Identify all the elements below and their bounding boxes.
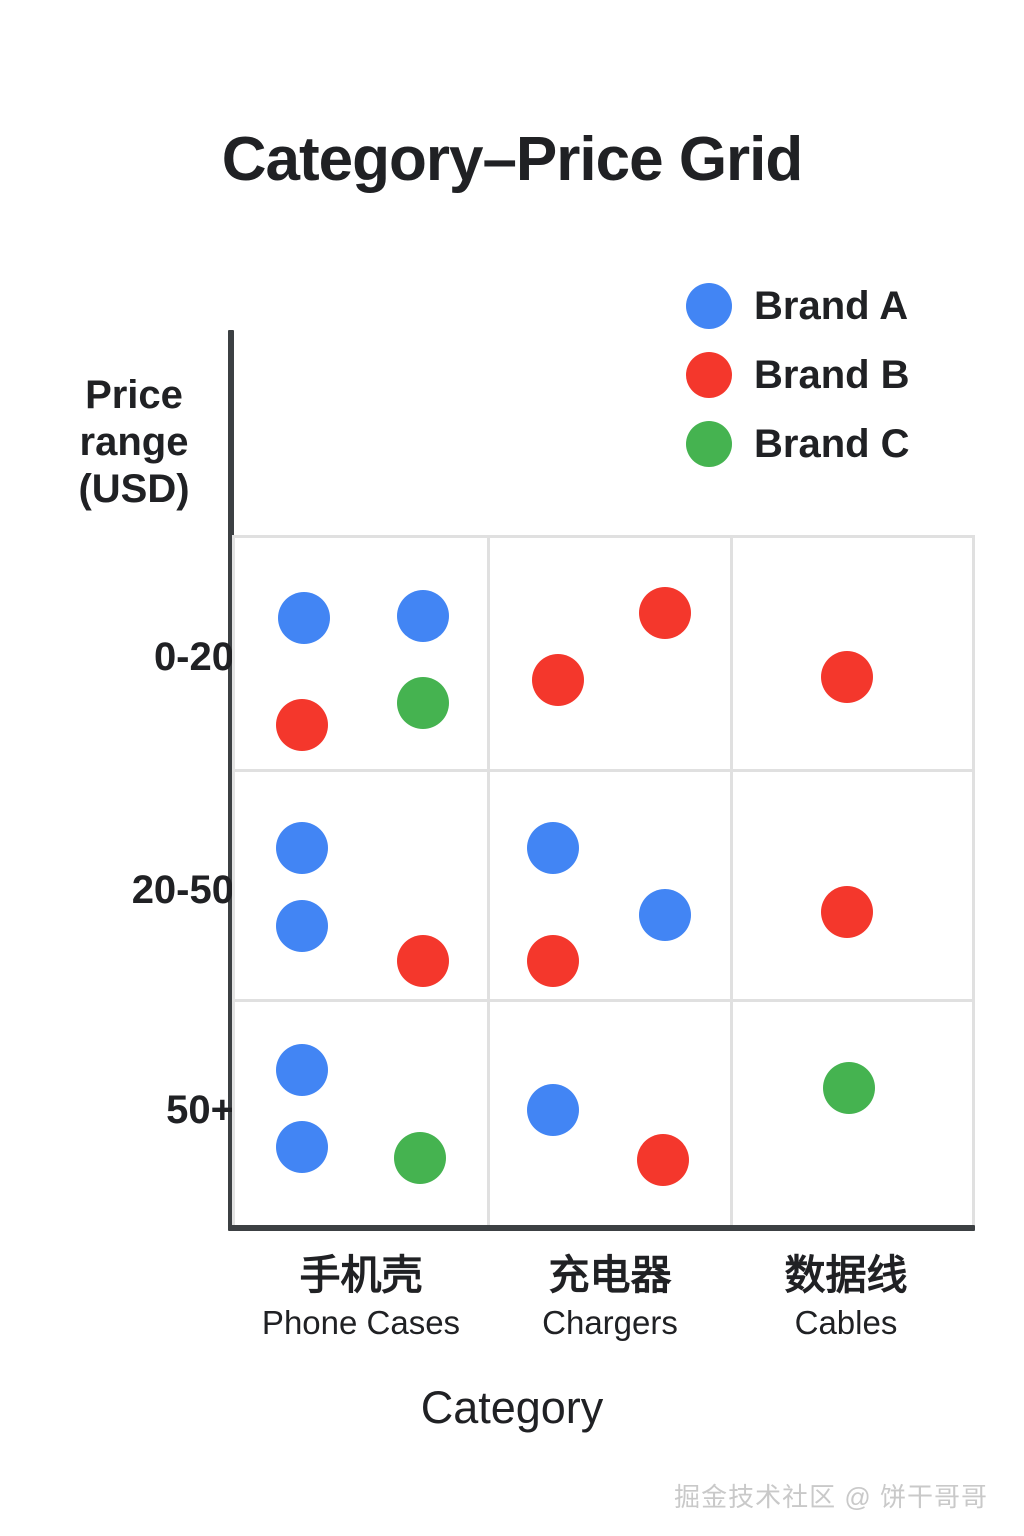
data-point-dot[interactable]	[527, 1084, 580, 1137]
grid-cell-phonecases-50-plus[interactable]	[232, 1002, 490, 1228]
legend-swatch-icon	[686, 352, 732, 398]
x-axis-tick-label-cn: 手机壳	[299, 1252, 423, 1298]
legend-label: Brand A	[754, 284, 909, 328]
data-point-dot[interactable]	[275, 821, 328, 874]
data-point-dot[interactable]	[396, 677, 449, 730]
y-axis-title-line-1: Price	[85, 373, 183, 417]
chart-legend: Brand A Brand B Brand C	[686, 280, 910, 470]
x-axis-tick-label-en: Cables	[794, 1304, 898, 1342]
data-point-layer	[232, 535, 975, 1228]
data-point-dot[interactable]	[638, 888, 691, 941]
y-axis-title-line-3: (USD)	[78, 467, 190, 512]
grid-cell-phonecases-0-20[interactable]	[232, 535, 490, 772]
data-point-dot[interactable]	[532, 653, 585, 706]
data-point-dot[interactable]	[278, 591, 331, 644]
data-point-dot[interactable]	[636, 1134, 689, 1187]
legend-swatch-icon	[686, 421, 732, 467]
y-axis-tick-50-plus: 50+	[166, 1088, 234, 1132]
data-point-dot[interactable]	[394, 1131, 447, 1184]
x-axis-tick-chargers: 充电器 Chargers	[542, 1252, 678, 1343]
x-axis-tick-label-cn: 数据线	[784, 1252, 908, 1298]
data-point-dot[interactable]	[275, 900, 328, 953]
x-axis-line	[228, 1225, 975, 1231]
data-point-dot[interactable]	[275, 698, 328, 751]
grid-cell-phonecases-20-50[interactable]	[232, 772, 490, 1002]
grid-cell-chargers-0-20[interactable]	[490, 535, 733, 772]
x-axis-tick-label-en: Chargers	[542, 1304, 678, 1342]
legend-label: Brand B	[754, 353, 910, 397]
x-axis-tick-cables: 数据线 Cables	[785, 1252, 908, 1343]
plot-area	[232, 535, 975, 1228]
y-axis-tick-0-20: 0-20	[153, 635, 234, 679]
legend-label: Brand C	[754, 422, 910, 466]
legend-item-brand-c[interactable]: Brand C	[686, 418, 910, 470]
grid-cell-chargers-20-50[interactable]	[490, 772, 733, 1002]
x-axis-tick-label-cn: 充电器	[548, 1252, 672, 1298]
y-axis-title-line-2: range	[79, 420, 189, 465]
x-axis-tick-phone-cases: 手机壳 Phone Cases	[262, 1252, 460, 1343]
data-point-dot[interactable]	[527, 934, 580, 987]
page-title: Category–Price Grid	[221, 125, 804, 194]
grid-cell-cables-20-50[interactable]	[733, 772, 975, 1002]
data-point-dot[interactable]	[638, 587, 691, 640]
x-axis-tick-label-en: Phone Cases	[261, 1304, 461, 1342]
data-point-dot[interactable]	[396, 589, 449, 642]
category-price-grid	[232, 535, 975, 1228]
watermark: 掘金技术社区 @ 饼干哥哥	[674, 1482, 988, 1512]
grid-cell-cables-50-plus[interactable]	[733, 1002, 975, 1228]
grid-cell-cables-0-20[interactable]	[733, 535, 975, 772]
x-axis-title: Category	[420, 1382, 604, 1433]
legend-swatch-icon	[686, 283, 732, 329]
data-point-dot[interactable]	[527, 821, 580, 874]
data-point-dot[interactable]	[820, 886, 873, 939]
data-point-dot[interactable]	[823, 1061, 876, 1114]
y-axis-tick-20-50: 20-50	[131, 868, 234, 912]
data-point-dot[interactable]	[820, 651, 873, 704]
data-point-dot[interactable]	[275, 1043, 328, 1096]
data-point-dot[interactable]	[396, 934, 449, 987]
y-axis-line	[228, 330, 234, 1230]
legend-item-brand-b[interactable]: Brand B	[686, 349, 910, 401]
legend-item-brand-a[interactable]: Brand A	[686, 280, 910, 332]
grid-cell-chargers-50-plus[interactable]	[490, 1002, 733, 1228]
y-axis-title: Price range (USD)	[48, 372, 220, 514]
data-point-dot[interactable]	[275, 1120, 328, 1173]
